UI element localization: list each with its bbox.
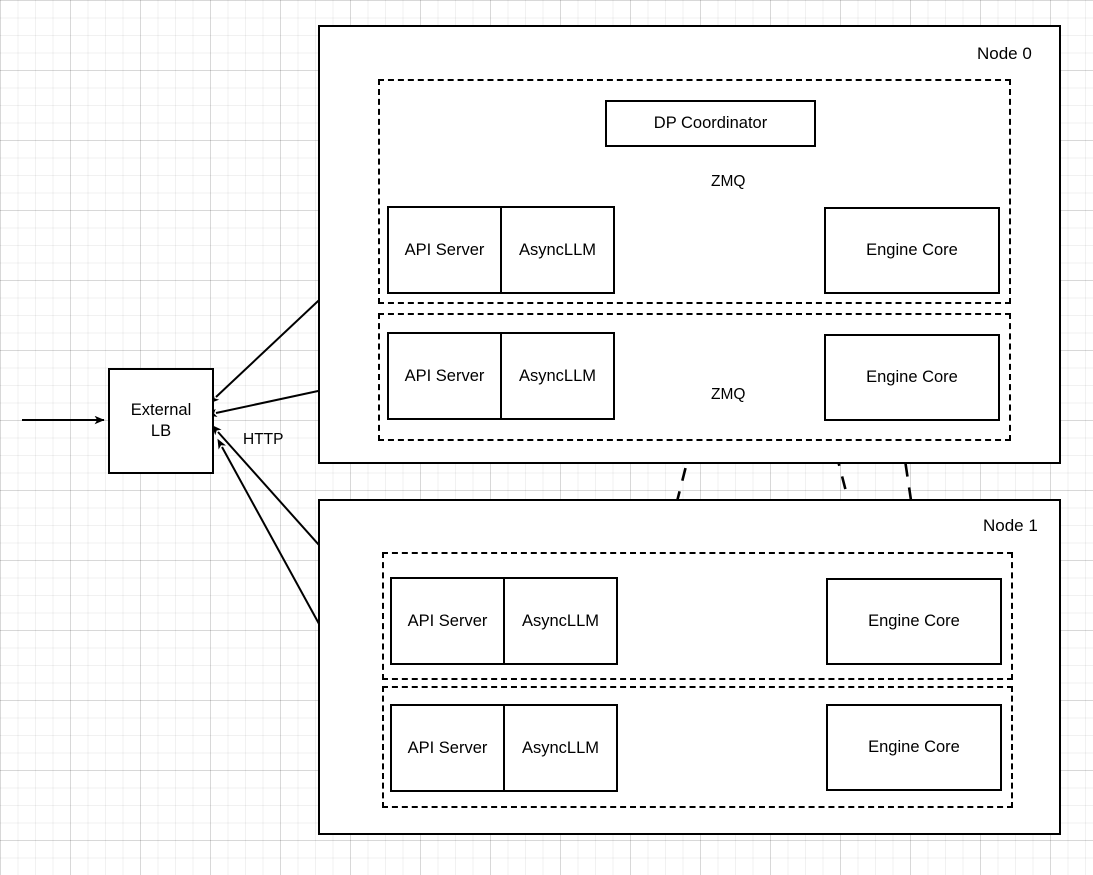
external-lb-label-line1: External — [130, 401, 192, 420]
node-0-rank-1-api-unit[interactable]: API Server AsyncLLM — [387, 332, 615, 420]
node-0-rank-0-engine-core[interactable]: Engine Core — [824, 207, 1000, 294]
zmq-label-mid: ZMQ — [711, 386, 746, 403]
node-0-rank-0-group — [378, 79, 1011, 304]
node-0-rank-1-engine-core-label: Engine Core — [866, 368, 958, 387]
node-1-rank-1-engine-core-label: Engine Core — [868, 738, 960, 757]
dp-coordinator-box[interactable]: DP Coordinator — [605, 100, 816, 147]
node-1-rank-0-engine-core-label: Engine Core — [868, 612, 960, 631]
node-1-rank-0-api-unit[interactable]: API Server AsyncLLM — [390, 577, 618, 665]
node-0-label: Node 0 — [977, 44, 1032, 63]
node-1-rank-1-engine-core[interactable]: Engine Core — [826, 704, 1002, 791]
node-1-rank-1-api-unit[interactable]: API Server AsyncLLM — [390, 704, 618, 792]
zmq-label-top: ZMQ — [711, 173, 746, 190]
node-0-rank-1-engine-core[interactable]: Engine Core — [824, 334, 1000, 421]
node-0-rank-0-engine-core-label: Engine Core — [866, 241, 958, 260]
node-1-rank-0-group — [382, 552, 1013, 680]
node-1-rank-1-group — [382, 686, 1013, 808]
node-1-rank-0-api-server[interactable]: API Server — [392, 579, 505, 663]
node-0-rank-0-api-unit[interactable]: API Server AsyncLLM — [387, 206, 615, 294]
node-1-label: Node 1 — [983, 516, 1038, 535]
http-edge-label: HTTP — [243, 431, 284, 448]
node-0-rank-1-group — [378, 313, 1011, 441]
node-0-rank-1-async-llm[interactable]: AsyncLLM — [518, 366, 597, 385]
node-0-rank-0-async-llm[interactable]: AsyncLLM — [518, 240, 597, 259]
dp-coordinator-label: DP Coordinator — [653, 114, 768, 133]
node-1-rank-1-api-server[interactable]: API Server — [392, 706, 505, 790]
external-lb-label-line2: LB — [150, 422, 172, 440]
external-lb-box[interactable]: External LB — [108, 368, 214, 474]
node-1-rank-0-engine-core[interactable]: Engine Core — [826, 578, 1002, 665]
node-0-rank-0-api-server[interactable]: API Server — [389, 208, 502, 292]
node-1-rank-1-async-llm[interactable]: AsyncLLM — [521, 738, 600, 757]
node-0-rank-1-api-server[interactable]: API Server — [389, 334, 502, 418]
node-1-rank-0-async-llm[interactable]: AsyncLLM — [521, 611, 600, 630]
